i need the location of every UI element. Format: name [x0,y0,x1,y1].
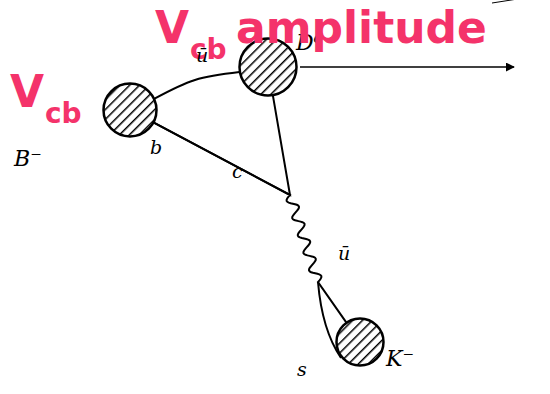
pointer-line [492,0,524,3]
quark-label: ū [338,244,350,263]
quark-line [155,72,240,99]
matrix-element: V [155,6,189,50]
quark-label: ū [196,46,208,65]
quark-line [154,123,346,323]
label-holder: cb [190,36,227,64]
output-arrow [300,66,514,68]
hadron-blob: K⁻ [335,317,385,367]
quark-label: c [232,162,243,181]
label-holder: cb [45,100,82,128]
heading-word: amplitude [236,6,487,50]
matrix-subscript: cb [190,36,227,64]
hatched-circle [102,82,158,138]
label-holder: ū [196,46,208,66]
label-holder: s [297,360,307,380]
hatched-circle [104,84,157,137]
quark-label: b [150,138,162,157]
matrix-subscript: cb [45,100,82,128]
label-holder: c [232,162,243,182]
hatched-circle [337,319,384,366]
label-holder: amplitude [236,6,487,50]
quark-line [154,96,290,195]
label-holder: ū [338,244,350,264]
label-holder: b [150,138,162,158]
hadron-label-holder: K⁻ [386,348,414,370]
hadron-label: B⁻ [14,148,42,170]
hadron-blob: B⁻ [102,82,158,138]
quark-label: s [297,360,307,379]
hatched-circle [335,317,385,367]
label-holder: V [155,6,189,50]
matrix-element: V [10,70,44,114]
label-holder: V [10,70,44,114]
hadron-label-holder: B⁻ [14,148,42,170]
hadron-label: K⁻ [386,348,414,370]
